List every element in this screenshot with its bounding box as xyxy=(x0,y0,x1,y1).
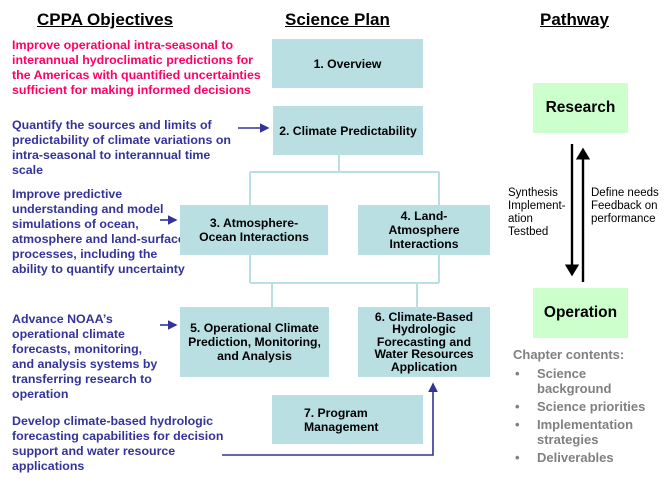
chapter-item-text: Deliverables xyxy=(537,450,614,465)
up-label-line: Define needs xyxy=(591,187,659,199)
plan-box-label: 1. Overview xyxy=(313,56,382,71)
chapter-item-text: Science priorities xyxy=(537,399,646,414)
chapter-contents-title: Chapter contents: xyxy=(513,347,625,362)
bullet-icon: • xyxy=(515,399,520,414)
operation-label: Operation xyxy=(543,304,618,321)
plan-box-climate-predictability: 2. Climate Predictability xyxy=(273,106,423,155)
plan-box-hydrologic-forecasting: 6. Climate-Based Hydrologic Forecasting … xyxy=(358,307,490,377)
plan-box-atmosphere-ocean: 3. Atmosphere-Ocean Interactions xyxy=(180,205,328,255)
objective-4: Advance NOAA’s operational climate forec… xyxy=(12,312,158,401)
plan-box-operational-prediction: 5. Operational Climate Prediction, Monit… xyxy=(180,307,329,377)
up-label-line: Feedback on xyxy=(591,200,658,212)
chapter-item: • Deliverables xyxy=(513,450,663,465)
pathway-heading: Pathway xyxy=(540,10,609,29)
down-label-line: Synthesis xyxy=(508,187,558,199)
objective-2: Quantify the sources and limits of predi… xyxy=(12,118,231,177)
science-plan-heading: Science Plan xyxy=(285,10,390,29)
bullet-icon: • xyxy=(515,450,520,465)
plan-box-overview: 1. Overview xyxy=(272,39,423,88)
plan-box-land-atmosphere: 4. Land-Atmosphere Interactions xyxy=(358,205,490,255)
research-label: Research xyxy=(545,99,616,116)
objective-5-arrow xyxy=(222,382,438,456)
down-label-line: Testbed xyxy=(508,226,549,238)
up-label-line: performance xyxy=(591,213,656,225)
down-label-line: ation xyxy=(508,213,533,225)
plan-box-program-management: 7. Program Management xyxy=(272,395,423,444)
chapter-item: • Implementation strategies xyxy=(513,417,663,447)
plan-box-label: 2. Climate Predictability xyxy=(279,123,417,138)
down-arrow-label: Synthesis Implement- ation Testbed xyxy=(508,187,566,239)
chapter-item-text: Implementation strategies xyxy=(537,417,634,447)
pathway-research-box: Research xyxy=(533,83,628,133)
up-arrow-label: Define needs Feedback on performance xyxy=(591,187,659,226)
objective-3: Improve predictive understanding and mod… xyxy=(12,187,185,276)
pathway-operation-box: Operation xyxy=(533,288,628,338)
plan-box-label: 3. Atmosphere-Ocean Interactions xyxy=(199,216,309,244)
bullet-icon: • xyxy=(515,366,520,381)
chapter-item: • Science priorities xyxy=(513,399,663,414)
plan-box-label: 7. Program Management xyxy=(304,405,379,434)
down-label-line: Implement- xyxy=(508,200,566,212)
objective-1: Improve operational intra-seasonal to in… xyxy=(12,38,261,97)
plan-box-label: 4. Land-Atmosphere Interactions xyxy=(388,209,460,251)
objective-5: Develop climate-based hydrologic forecas… xyxy=(12,414,224,473)
bullet-icon: • xyxy=(515,417,520,432)
plan-box-label: 6. Climate-Based Hydrologic Forecasting … xyxy=(374,309,474,374)
plan-box-label: 5. Operational Climate Prediction, Monit… xyxy=(188,321,321,363)
chapter-contents: Chapter contents: • Science background • S… xyxy=(513,347,663,468)
objectives-heading: CPPA Objectives xyxy=(37,10,174,29)
tree-connectors xyxy=(249,155,440,307)
chapter-item: • Science background xyxy=(513,366,663,396)
chapter-item-text: Science background xyxy=(537,366,612,396)
chapter-contents-list: •Science background •Science priorities … xyxy=(513,366,663,465)
